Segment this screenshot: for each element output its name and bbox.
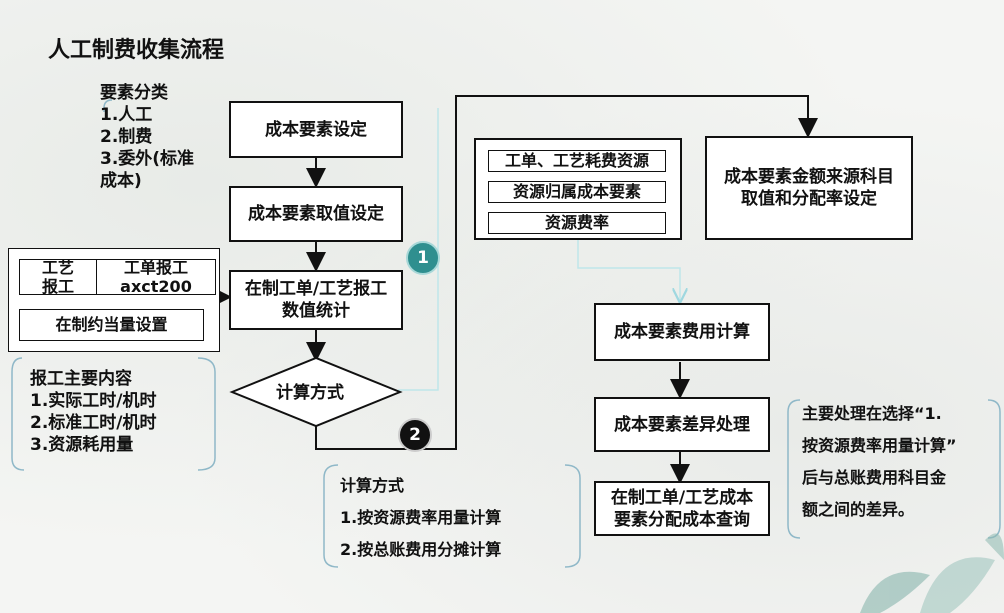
cost-element-setting-box: 成本要素设定 bbox=[229, 101, 403, 158]
calc-method-label: 计算方式 bbox=[276, 383, 344, 403]
leaf-decoration bbox=[860, 533, 1004, 613]
order-report-cell: 工单报工 axct200 bbox=[96, 258, 216, 296]
cost-calc-box: 成本要素费用计算 bbox=[594, 303, 770, 361]
resource-consumption-row: 工单、工艺耗费资源 bbox=[488, 150, 666, 172]
resource-owner-row: 资源归属成本要素 bbox=[488, 181, 666, 203]
resource-rate-row: 资源费率 bbox=[488, 212, 666, 234]
page-title: 人工制费收集流程 bbox=[48, 38, 225, 63]
report-content-note: 报工主要内容 1.实际工时/机时 2.标准工时/机时 3.资源耗用量 bbox=[30, 369, 157, 455]
element-categories-note: 要素分类 1.人工 2.制费 3.委外(标准 成本) bbox=[100, 83, 195, 191]
cost-element-value-setting-box: 成本要素取值设定 bbox=[229, 186, 403, 242]
calc-method-note: 计算方式 1.按资源费率用量计算 2.按总账费用分摊计算 bbox=[340, 476, 502, 559]
step-two-badge: 2 bbox=[398, 418, 432, 452]
diff-handling-box: 成本要素差异处理 bbox=[594, 397, 770, 452]
calc-method-diamond bbox=[229, 356, 403, 428]
report-table: 工艺 报工 工单报工 axct200 在制约当量设置 bbox=[8, 248, 220, 352]
alloc-query-box: 在制工单/工艺成本要素分配成本查询 bbox=[594, 481, 770, 536]
process-report-cell: 工艺 报工 bbox=[19, 258, 97, 296]
wip-stats-box: 在制工单/工艺报工数值统计 bbox=[229, 270, 403, 330]
equivalent-setting-cell: 在制约当量设置 bbox=[19, 309, 204, 341]
step-one-badge: 1 bbox=[406, 241, 440, 275]
amount-source-setting-box: 成本要素金额来源科目取值和分配率设定 bbox=[705, 136, 913, 240]
resource-box: 工单、工艺耗费资源 资源归属成本要素 资源费率 bbox=[474, 138, 682, 240]
diff-note: 主要处理在选择“1. 按资源费率用量计算” 后与总账费用科目金 额之间的差异。 bbox=[802, 404, 957, 519]
